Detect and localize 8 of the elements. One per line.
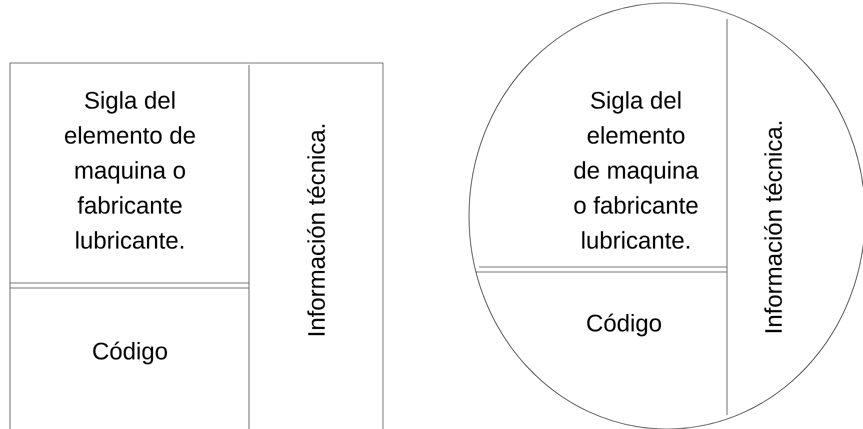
cell-text: Información técnica. (764, 122, 782, 332)
cell-text: Sigla del elemento de maquina o fabricante lubricante. (574, 91, 699, 249)
cell-text: Sigla del elemento de maquina o fabricante lubricante. (64, 91, 195, 249)
circle-frame (468, 2, 863, 429)
cell-text: Información técnica. (307, 124, 325, 336)
frame (10, 62, 384, 429)
cell-text: Código (587, 314, 661, 336)
cell-text: Código (93, 342, 167, 364)
